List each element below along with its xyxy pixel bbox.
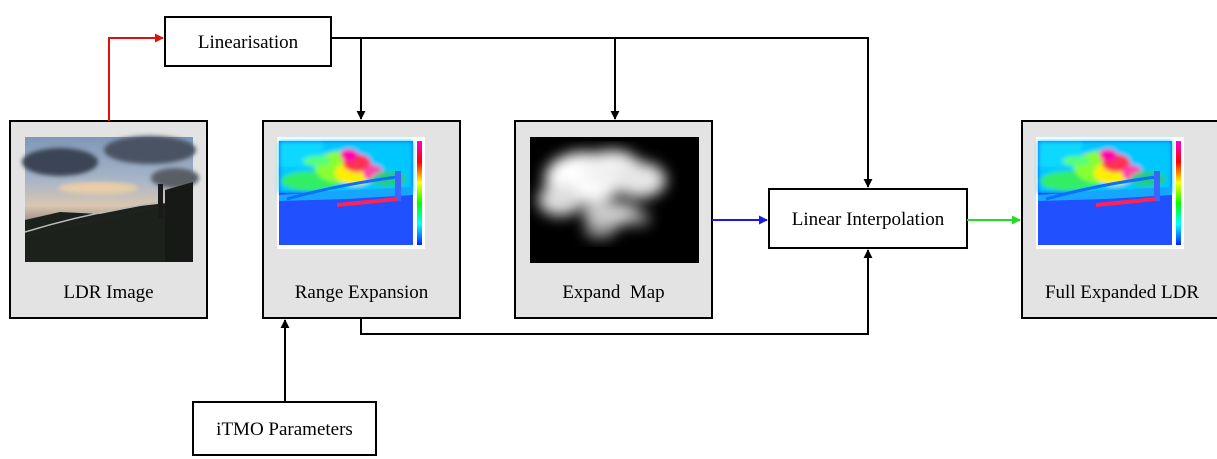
itmo-parameters-label: iTMO Parameters <box>216 419 353 440</box>
expand-map-panel: Expand Map <box>514 120 713 319</box>
expand-map-thumbnail <box>530 137 699 263</box>
output-heatmap-thumbnail <box>1036 137 1184 249</box>
linear-interpolation-label: Linear Interpolation <box>792 209 945 230</box>
linearisation-label: Linearisation <box>198 32 299 53</box>
full-expanded-ldr-panel: Full Expanded LDR <box>1021 120 1217 319</box>
linear-interpolation-box: Linear Interpolation <box>768 188 968 249</box>
linearisation-trunk-line <box>331 37 873 188</box>
arrow-ldr-to-linearisation <box>108 33 164 121</box>
ldr-photo-thumbnail <box>22 136 199 262</box>
range-expansion-label: Range Expansion <box>295 282 429 303</box>
full-expanded-ldr-label: Full Expanded LDR <box>1045 282 1199 303</box>
ldr-image-label: LDR Image <box>63 282 153 303</box>
range-heatmap-thumbnail <box>277 137 425 249</box>
ldr-image-panel: LDR Image <box>9 120 208 319</box>
range-expansion-panel: Range Expansion <box>262 120 461 319</box>
arrow-range-to-interpolation <box>360 249 873 335</box>
expand-map-label: Expand Map <box>562 282 664 303</box>
itmo-parameters-box: iTMO Parameters <box>192 401 377 456</box>
linearisation-box: Linearisation <box>164 16 332 67</box>
